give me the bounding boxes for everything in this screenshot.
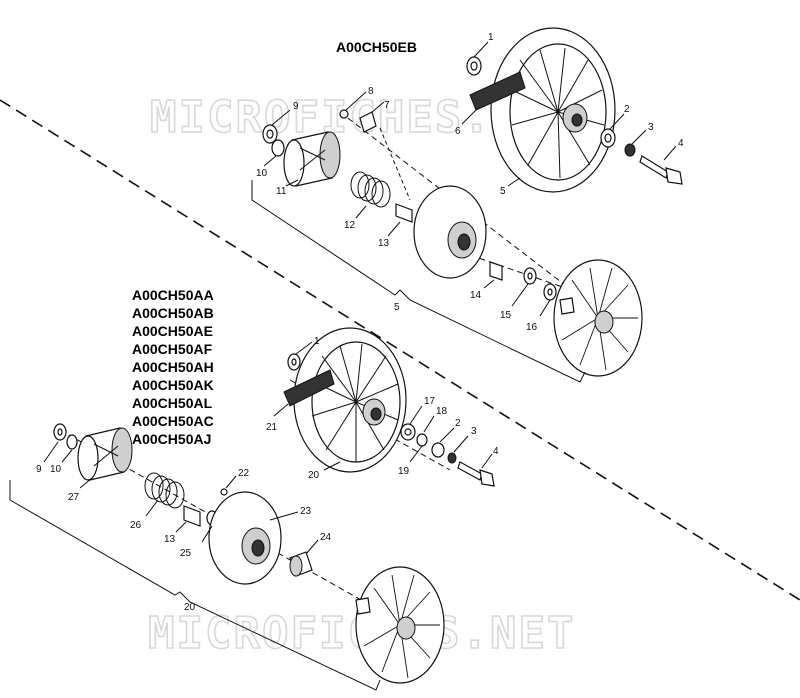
svg-text:16: 16 [526, 322, 538, 333]
svg-text:15: 15 [500, 310, 512, 321]
upper-fixed-sheave [553, 259, 643, 377]
svg-text:13: 13 [164, 534, 176, 545]
lower-screw-22 [220, 488, 228, 496]
lower-spring-26 [144, 472, 185, 509]
svg-text:25: 25 [180, 548, 192, 559]
upper-washer-10 [271, 139, 285, 157]
svg-text:3: 3 [648, 122, 654, 133]
lower-moveable-sheave-23 [208, 491, 282, 585]
lower-model-list: A00CH50AA A00CH50AB A00CH50AE A00CH50AF … [132, 287, 214, 447]
svg-text:5: 5 [500, 186, 506, 197]
svg-text:9: 9 [293, 101, 299, 112]
svg-text:A00CH50AJ: A00CH50AJ [132, 431, 211, 447]
svg-text:A00CH50AH: A00CH50AH [132, 359, 214, 375]
lower-bushing-13 [183, 505, 201, 527]
svg-text:24: 24 [320, 532, 332, 543]
svg-text:3: 3 [471, 426, 477, 437]
lower-assembly: A00CH50AA A00CH50AB A00CH50AE A00CH50AF … [9, 287, 499, 691]
svg-text:A00CH50AC: A00CH50AC [132, 413, 214, 429]
upper-callouts: 1 2 3 4 5 6 7 8 9 10 11 12 13 1 [256, 32, 684, 333]
svg-text:23: 23 [300, 506, 312, 517]
upper-screw-8 [339, 109, 349, 119]
svg-text:20: 20 [184, 602, 196, 613]
lower-sheave [293, 327, 407, 473]
svg-text:10: 10 [256, 168, 268, 179]
svg-text:26: 26 [130, 520, 142, 531]
svg-text:17: 17 [424, 396, 436, 407]
lower-belt-segment [283, 369, 335, 407]
upper-model-label: A00CH50EB [336, 39, 417, 55]
lower-washer-10 [66, 434, 78, 450]
lower-bearing-24 [289, 551, 313, 577]
svg-text:1: 1 [488, 32, 494, 43]
svg-text:13: 13 [378, 238, 390, 249]
svg-text:9: 9 [36, 464, 42, 475]
svg-text:A00CH50AA: A00CH50AA [132, 287, 214, 303]
svg-text:1: 1 [314, 336, 320, 347]
upper-button-7 [359, 111, 377, 133]
svg-text:20: 20 [308, 470, 320, 481]
upper-spring-12 [350, 171, 391, 208]
svg-text:4: 4 [493, 446, 499, 457]
svg-text:19: 19 [398, 466, 410, 477]
svg-text:A00CH50AE: A00CH50AE [132, 323, 213, 339]
svg-text:A00CH50AF: A00CH50AF [132, 341, 213, 357]
svg-text:4: 4 [678, 138, 684, 149]
svg-text:27: 27 [68, 492, 80, 503]
svg-text:A00CH50AL: A00CH50AL [132, 395, 213, 411]
upper-sheave [490, 27, 616, 193]
upper-belt-segment [469, 71, 526, 111]
svg-text:14: 14 [470, 290, 482, 301]
svg-text:7: 7 [384, 100, 390, 111]
svg-text:2: 2 [624, 104, 630, 115]
svg-text:18: 18 [436, 406, 448, 417]
lower-cam-27 [77, 427, 133, 481]
svg-text:A00CH50AB: A00CH50AB [132, 305, 214, 321]
upper-bushing-13 [395, 203, 413, 223]
lower-bolt-4 [457, 461, 495, 487]
svg-text:21: 21 [266, 422, 278, 433]
section-divider [0, 99, 800, 601]
upper-bearing-14 [489, 261, 503, 281]
lower-callouts: 1 2 3 4 9 10 13 17 18 19 20 21 22 [36, 336, 499, 613]
svg-text:A00CH50AK: A00CH50AK [132, 377, 214, 393]
upper-bolt-4 [639, 155, 683, 185]
upper-moveable-sheave [413, 185, 487, 279]
svg-text:10: 10 [50, 464, 62, 475]
lower-lockwasher-3 [447, 452, 457, 464]
svg-text:5: 5 [394, 302, 400, 313]
svg-text:12: 12 [344, 220, 356, 231]
svg-text:2: 2 [455, 418, 461, 429]
svg-text:22: 22 [238, 468, 250, 479]
lower-fixed-sheave [355, 566, 445, 684]
upper-lockwasher-3 [624, 143, 636, 157]
lower-washer-18 [416, 433, 428, 447]
upper-assembly: A00CH50EB [251, 27, 684, 383]
svg-text:11: 11 [276, 186, 287, 197]
svg-text:6: 6 [455, 126, 461, 137]
upper-cam-11 [283, 131, 341, 187]
svg-text:8: 8 [368, 86, 374, 97]
lower-washer-2 [431, 442, 445, 458]
